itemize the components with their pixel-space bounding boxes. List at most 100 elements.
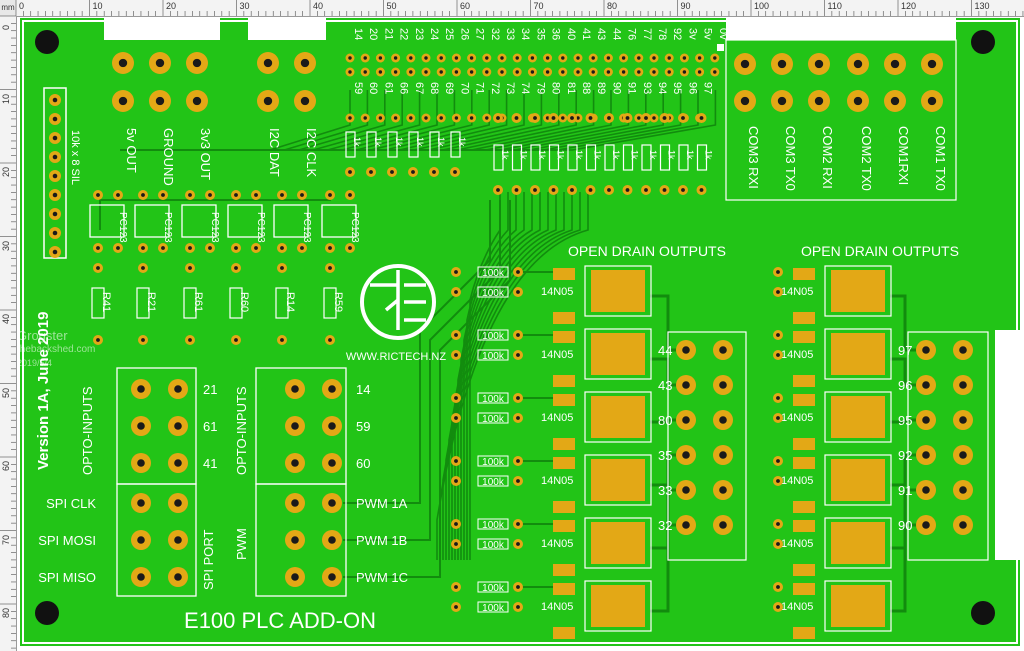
- gate-pad-hole: [516, 459, 520, 463]
- output-number: 91: [898, 483, 912, 498]
- resistor-1k: [345, 131, 356, 158]
- open-drain-title-2: OPEN DRAIN OUTPUTS: [801, 243, 959, 259]
- output-number: 96: [898, 378, 912, 393]
- pin-pad-hole: [637, 70, 641, 74]
- mosfet-tab: [591, 333, 645, 375]
- resistor-1k: [696, 144, 708, 171]
- gate-pad-hole: [776, 416, 780, 420]
- resistor-pad-hole: [662, 116, 667, 120]
- pin-pad-hole: [485, 70, 489, 74]
- com-pad-hole: [927, 96, 937, 106]
- gate-resistor-label: 100k: [482, 520, 505, 531]
- gate-resistor-label: 100k: [482, 603, 505, 614]
- resistor-1k: [387, 131, 398, 158]
- gate-pad-hole: [776, 396, 780, 400]
- gate-resistor-label: 100k: [482, 268, 505, 279]
- pwm-pad-hole: [328, 499, 336, 507]
- mosfet-outline: [824, 328, 892, 380]
- pin-pad-hole: [652, 70, 656, 74]
- mosfet-label: 14N05: [781, 601, 813, 613]
- spi-block: [116, 483, 197, 597]
- pin-pad-hole: [378, 70, 383, 74]
- mosfet-outline: [584, 454, 652, 506]
- pin-pad-hole: [606, 56, 611, 60]
- resistor-pad-hole: [328, 266, 332, 270]
- mosfet-tab: [591, 522, 645, 564]
- mosfet-pad: [793, 501, 815, 513]
- pin-pad-hole: [621, 70, 626, 74]
- pwm-pin-label: PWM 1C: [356, 570, 408, 585]
- header-pad-hole: [155, 96, 165, 106]
- opto-pin-label: 61: [203, 419, 217, 434]
- pin-pad-hole: [485, 116, 489, 120]
- pin-pad-hole: [637, 56, 641, 60]
- gate-resistor-label: 100k: [482, 331, 505, 342]
- pin-number-mid: 80: [550, 82, 562, 94]
- mosfet-pad: [793, 331, 815, 343]
- output-pad-hole: [719, 451, 727, 459]
- input-resistor-label: R59: [332, 292, 344, 312]
- pin-pad-hole: [363, 116, 367, 120]
- pin-number-top: 44: [610, 28, 622, 40]
- com-label: COM2 TX0: [859, 126, 874, 191]
- pin-number-mid: 94: [656, 82, 668, 94]
- mosfet-tab: [591, 396, 645, 438]
- gate-pad-hole: [516, 542, 520, 546]
- com-pad-hole: [890, 59, 900, 69]
- resistor-1k-label: 1k: [352, 137, 362, 147]
- output-pad-hole: [922, 381, 930, 389]
- mosfet-outline: [824, 580, 892, 632]
- pwm-pin-label: PWM 1A: [356, 496, 408, 511]
- sil-pad-hole: [52, 135, 58, 141]
- left-ruler: [0, 16, 17, 651]
- com-label: COM2 RXI: [820, 126, 835, 189]
- pin-pad-hole: [606, 70, 611, 74]
- resistor-1k-label: 1k: [667, 150, 677, 160]
- resistor-1k-label: 1k: [537, 150, 547, 160]
- mosfet-tab: [591, 459, 645, 501]
- input-resistor: [136, 287, 150, 319]
- optocoupler-outline: [273, 204, 309, 238]
- resistor-pad-hole: [496, 188, 500, 192]
- mosfet-outline: [584, 328, 652, 380]
- pin-pad-hole: [530, 70, 535, 74]
- pin-pad-hole: [469, 116, 474, 120]
- top-header-label: I2C CLK: [304, 128, 319, 177]
- pin-number-top: 92: [671, 28, 683, 40]
- input-pad-hole: [174, 422, 182, 430]
- ruler-top-label: 50: [386, 1, 397, 11]
- resistor-pad-hole: [625, 116, 630, 120]
- pin-pad-hole: [439, 70, 443, 74]
- pin-pad-hole: [545, 56, 550, 60]
- mosfet-pad: [553, 520, 575, 532]
- opto-pin-label: 60: [356, 456, 370, 471]
- gate-resistor: [477, 286, 509, 298]
- pin-number-mid: 74: [519, 82, 531, 94]
- pin-pad-hole: [393, 70, 398, 74]
- output-pad-hole: [682, 346, 690, 354]
- resistor-1k: [548, 144, 560, 171]
- pin-number-mid: 72: [489, 82, 501, 94]
- gate-pad-hole: [454, 459, 458, 463]
- spi-pad-hole: [174, 499, 182, 507]
- pin-pad-hole: [530, 56, 535, 60]
- pin-pad-hole: [545, 116, 550, 120]
- mosfet-outline: [584, 580, 652, 632]
- gate-pad-hole: [776, 585, 780, 589]
- output-pad-hole: [959, 521, 967, 529]
- sil-pad-hole: [52, 249, 58, 255]
- gate-pad-hole: [454, 333, 458, 337]
- gate-pad-hole: [516, 353, 520, 357]
- opto-pad-hole: [328, 246, 332, 250]
- pin-pad-hole: [439, 56, 443, 60]
- spi-pad-hole: [137, 573, 145, 581]
- opto-pad-hole: [328, 193, 332, 197]
- pin-number-top: 24: [428, 28, 440, 40]
- output-number: 32: [658, 518, 672, 533]
- mosfet-pad: [553, 394, 575, 406]
- com-pad-hole: [890, 96, 900, 106]
- gate-pad-hole: [776, 353, 780, 357]
- gate-pad-hole: [516, 270, 520, 274]
